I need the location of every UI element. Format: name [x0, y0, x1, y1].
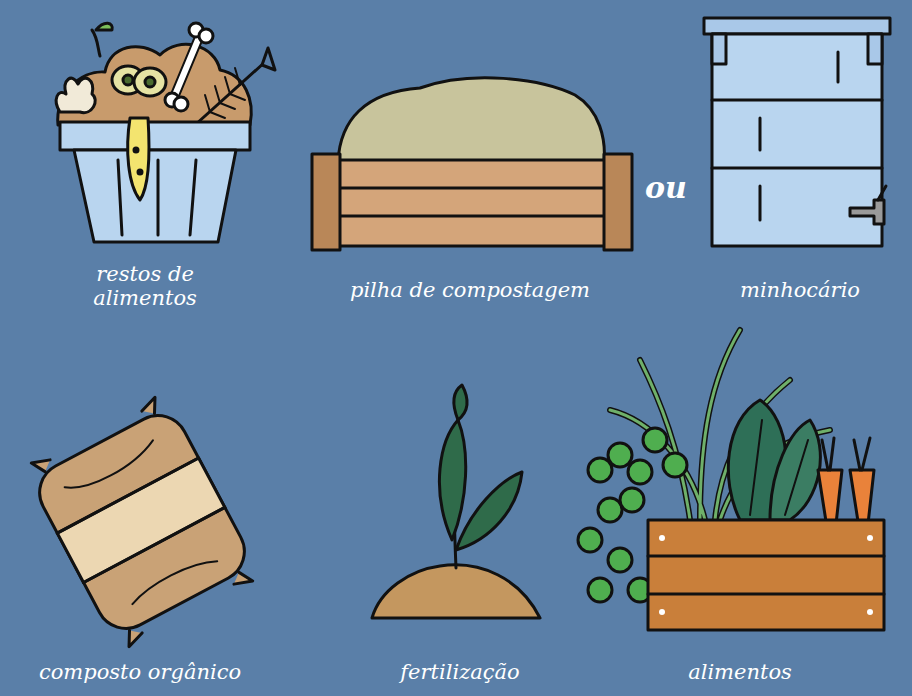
caption-label: restos de alimentos	[65, 262, 225, 310]
worm-bin	[704, 18, 890, 246]
caption-label: composto orgânico	[10, 660, 270, 684]
compost-pile	[312, 78, 632, 250]
caption-label: alimentos	[640, 660, 840, 684]
sprout	[372, 385, 540, 618]
caption-label: pilha de compostagem	[320, 278, 620, 302]
compost-sack	[23, 393, 262, 652]
caption-label: minhocário	[710, 278, 890, 302]
food-scraps-bin	[56, 23, 275, 242]
caption-label: fertilização	[360, 660, 560, 684]
caption-label: ou	[638, 176, 694, 200]
vegetable-crate	[578, 330, 884, 630]
